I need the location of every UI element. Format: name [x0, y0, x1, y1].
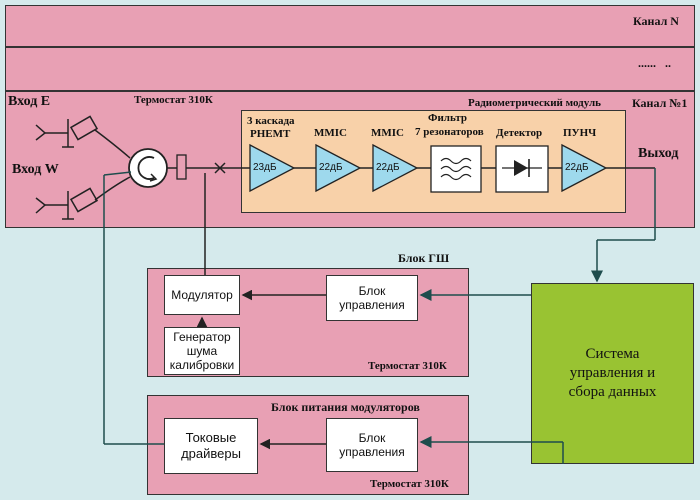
power-block-thermostat: Термостат 310К: [370, 478, 449, 490]
power-control-box: Блок управления: [326, 418, 418, 472]
modulator-label: Модулятор: [171, 288, 233, 302]
noise-control-label-1: Блок: [358, 284, 386, 298]
generator-label-3: калибровки: [169, 358, 235, 372]
stage-phemt-label-2: PHEMT: [250, 128, 291, 140]
channel-n-panel: [5, 5, 695, 47]
gain-punch-label: 22дБ: [565, 162, 589, 173]
gain-mmic1-label: 22дБ: [319, 162, 343, 173]
power-block-title: Блок питания модуляторов: [271, 400, 420, 414]
input-w-label: Вход W: [12, 162, 59, 177]
power-control-label-1: Блок: [358, 431, 386, 445]
stage-mmic2-label: MMIC: [371, 127, 404, 139]
generator-label-2: шума: [186, 344, 218, 358]
control-system-label-3: сбора данных: [568, 384, 657, 400]
output-label: Выход: [638, 146, 679, 161]
generator-label-1: Генератор: [173, 330, 231, 344]
control-system-box: Система управления и сбора данных: [531, 283, 694, 464]
stage-mmic1-label: MMIC: [314, 127, 347, 139]
punch-label: ПУНЧ: [563, 127, 597, 139]
gain-mmic2-label: 22дБ: [376, 162, 400, 173]
channel-dots: ...... ..: [638, 56, 671, 70]
noise-control-box: Блок управления: [326, 275, 418, 321]
noise-control-label-2: управления: [339, 298, 405, 312]
noise-generator-box: Генератор шума калибровки: [164, 327, 240, 375]
thermostat-top-label: Термостат 310К: [134, 94, 213, 106]
modulator-box: Модулятор: [164, 275, 240, 315]
gain-phemt-label: 23дБ: [253, 162, 277, 173]
control-system-label-1: Система: [585, 346, 640, 362]
radiometer-title: Радиометрический модуль: [468, 97, 601, 109]
control-system-label-2: управления и: [569, 365, 656, 381]
noise-block-title: Блок ГШ: [398, 251, 450, 265]
drivers-label-2: драйверы: [181, 446, 241, 461]
stage-phemt-label-1: 3 каскада: [247, 115, 295, 127]
noise-block-thermostat: Термостат 310К: [368, 360, 447, 372]
input-e-label: Вход E: [8, 94, 51, 109]
drivers-label-1: Токовые: [185, 430, 237, 445]
filter-label-1: Фильтр: [428, 112, 468, 124]
channel-1-label: Канал №1: [632, 96, 688, 110]
detector-label: Детектор: [496, 127, 543, 139]
filter-label-2: 7 резонаторов: [415, 126, 484, 138]
channel-n-label: Канал N: [633, 14, 679, 28]
channel-panel-middle: [5, 47, 695, 91]
current-drivers-box: Токовые драйверы: [164, 418, 258, 474]
power-control-label-2: управления: [339, 445, 405, 459]
